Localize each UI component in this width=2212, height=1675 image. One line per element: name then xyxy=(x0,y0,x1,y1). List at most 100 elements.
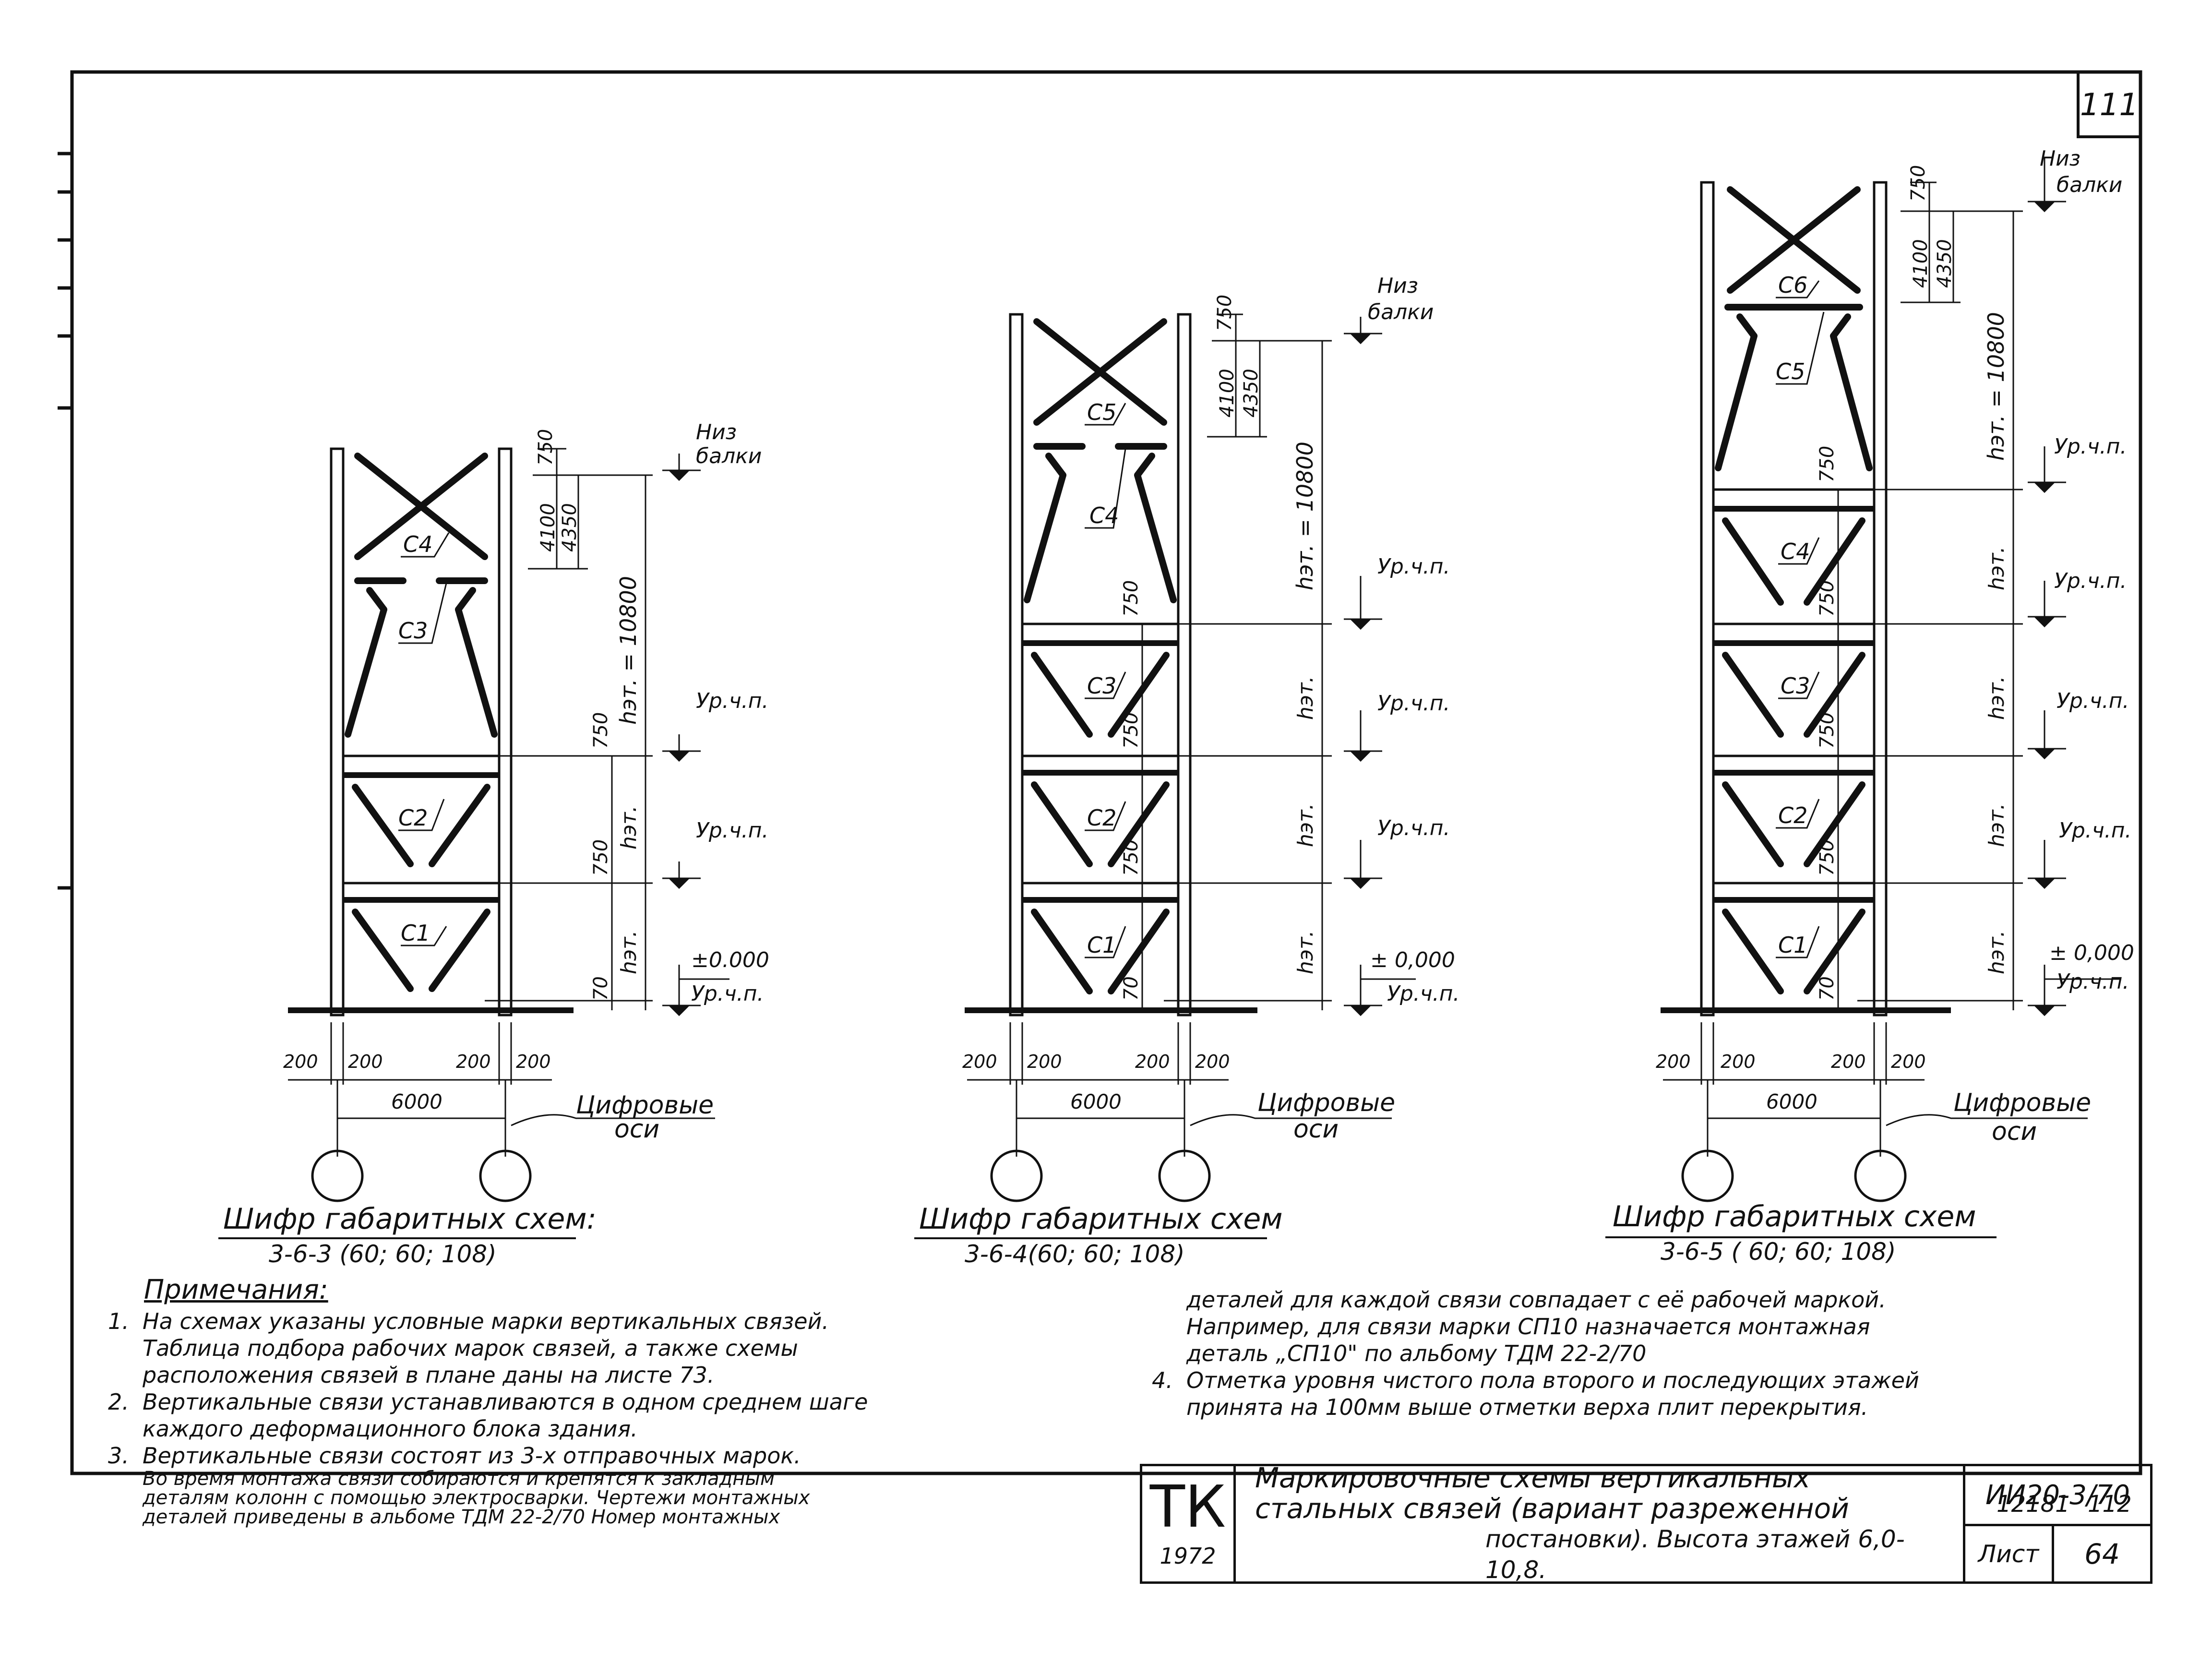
axis-dim-4: 200 xyxy=(516,1051,551,1072)
dim-750-floor4: 750 xyxy=(1816,446,1838,482)
dim-het-1: hэт. xyxy=(1985,930,2009,974)
note-1-line-2: Таблица подбора рабочих марок связей, а … xyxy=(143,1335,798,1361)
note-3-line-2: Во время монтажа связи собираются и креп… xyxy=(143,1468,775,1490)
level-beam-bottom-1: Низ xyxy=(696,420,737,444)
axis-bubble-right xyxy=(1854,1149,1907,1202)
column-right xyxy=(498,447,513,1017)
axis-dim-4: 200 xyxy=(1891,1051,1926,1072)
dim-het-4: hэт. xyxy=(1985,546,2009,590)
column-left xyxy=(330,447,345,1017)
mark-c1: С1 xyxy=(1778,932,1807,958)
axis-label-1: Цифровые xyxy=(1953,1089,2091,1117)
notes-title: Примечания: xyxy=(144,1274,328,1305)
column-right xyxy=(1177,313,1192,1017)
floor-beams xyxy=(1713,488,1874,903)
column-left xyxy=(1700,181,1715,1017)
axis-dim-1: 200 xyxy=(1656,1051,1691,1072)
dim-het-total: hэт. = 10800 xyxy=(1983,312,2009,461)
title-line-1: Маркировочные схемы вертикальных xyxy=(1255,1461,1811,1494)
axis-label-2: оси xyxy=(1293,1115,1339,1144)
dim-750-floor1: 750 xyxy=(1120,839,1142,876)
floor-beams xyxy=(1022,622,1178,903)
column-left xyxy=(1009,313,1024,1017)
title-block-title-cell: Маркировочные схемы вертикальных стальны… xyxy=(1233,1461,1965,1584)
title-block-year: 1972 xyxy=(1160,1543,1216,1569)
floor-beams xyxy=(343,754,499,903)
note-2-line-2: каждого деформационного блока здания. xyxy=(143,1416,638,1442)
note-3-line-4: деталей приведены в альбоме ТДМ 22-2/70 … xyxy=(143,1506,780,1528)
dim-750-top: 750 xyxy=(535,429,557,466)
note-1-line-1: 1.На схемах указаны условные марки верти… xyxy=(108,1308,829,1334)
level-floor-3: Ур.ч.п. xyxy=(1377,691,1450,716)
dim-750-top: 750 xyxy=(1907,165,1929,202)
scheme-code: 3-6-3 (60; 60; 108) xyxy=(269,1240,497,1268)
axis-bubble-right xyxy=(479,1149,532,1202)
axis-dim-3: 200 xyxy=(456,1051,491,1072)
scheme-3-6-3: С4 С3 С2 С1 750 4100 4350 xyxy=(218,420,769,1268)
bracing-members xyxy=(345,453,498,992)
title-block-sheet-number: 64 xyxy=(2052,1524,2152,1584)
axis-dim-3: 200 xyxy=(1831,1051,1866,1072)
span-6000: 6000 xyxy=(391,1090,442,1113)
dim-het-2: hэт. xyxy=(1985,803,2009,847)
level-markers xyxy=(1344,317,1416,1017)
level-floor-3: Ур.ч.п. xyxy=(2057,689,2129,713)
bracing-mark-labels: С5 С4 С3 С2 С1 xyxy=(1087,399,1119,958)
mark-c1: С1 xyxy=(401,920,430,946)
level-floor-2: Ур.ч.п. xyxy=(696,818,768,843)
axis-dim-2: 200 xyxy=(1027,1051,1062,1072)
dim-het-2: hэт. xyxy=(617,805,641,849)
level-beam-bottom-1: Низ xyxy=(1377,274,1418,298)
note-3-line-5: деталей для каждой связи совпадает с её … xyxy=(1186,1287,1886,1313)
dim-750-top: 750 xyxy=(1214,295,1236,331)
level-zero: ±0.000 xyxy=(691,948,769,972)
mark-c1: С1 xyxy=(1087,932,1116,958)
corner-number: 111 xyxy=(2080,87,2139,123)
mark-c4: С4 xyxy=(403,531,432,557)
mark-c3: С3 xyxy=(398,618,428,644)
scheme-code: 3-6-4(60; 60; 108) xyxy=(965,1240,1185,1268)
note-3-line-3: деталям колонн с помощью электросварки. … xyxy=(143,1487,810,1509)
dim-4100: 4100 xyxy=(537,503,559,552)
dimension-lines xyxy=(1141,313,1332,1010)
dim-750-floor1: 750 xyxy=(1816,839,1838,876)
mark-c4: С4 xyxy=(1781,538,1810,564)
axis-label-1: Цифровые xyxy=(576,1091,714,1120)
mark-c3: С3 xyxy=(1781,673,1810,699)
dim-4100: 4100 xyxy=(1216,369,1238,418)
axis-label-1: Цифровые xyxy=(1257,1089,1395,1117)
level-floor-3: Ур.ч.п. xyxy=(696,689,768,713)
column-right xyxy=(1873,181,1888,1017)
dim-het-3: hэт. xyxy=(1293,676,1318,720)
level-markers xyxy=(2028,158,2121,1017)
title-block-doc-code: ИИ20-3/70 xyxy=(1963,1464,2152,1526)
dim-750-floor2: 750 xyxy=(1120,712,1142,749)
dim-70: 70 xyxy=(1120,976,1142,1001)
footer-number-left: 12181 xyxy=(1997,1491,2070,1518)
notes-left: 1.На схемах указаны условные марки верти… xyxy=(108,1308,972,1527)
dim-4350: 4350 xyxy=(1934,239,1956,288)
axis-label-2: оси xyxy=(614,1115,659,1144)
axis-dim-4: 200 xyxy=(1195,1051,1230,1072)
level-floor-1: Ур.ч.п. xyxy=(691,981,764,1006)
note-4-line-2: принята на 100мм выше отметки верха плит… xyxy=(1186,1394,1868,1420)
axis-dim-2: 200 xyxy=(348,1051,383,1072)
axis-dim-1: 200 xyxy=(283,1051,318,1072)
level-beam-bottom-2: балки xyxy=(2057,173,2122,197)
dim-het-3: hэт. xyxy=(1985,676,2009,720)
dim-750-floor3: 750 xyxy=(1816,580,1838,617)
dim-het-2: hэт. xyxy=(1293,803,1318,847)
mark-c3: С3 xyxy=(1087,673,1116,699)
level-floor-4: Ур.ч.п. xyxy=(2054,569,2127,593)
level-beam-bottom-1: Низ xyxy=(2040,146,2080,171)
note-3-line-6: Например, для связи марки СП10 назначает… xyxy=(1186,1314,1870,1340)
dimension-lines xyxy=(485,448,653,1010)
scheme-caption: Шифр габаритных схем xyxy=(1613,1200,1976,1233)
notes-right: деталей для каждой связи совпадает с её … xyxy=(1152,1286,2016,1421)
mark-c2: С2 xyxy=(398,805,428,831)
level-floor-1: Ур.ч.п. xyxy=(1387,981,1459,1006)
dim-750-floor3: 750 xyxy=(1120,580,1142,617)
mark-c6: С6 xyxy=(1778,272,1807,298)
title-line-2: стальных связей (вариант разреженной xyxy=(1255,1492,1849,1525)
